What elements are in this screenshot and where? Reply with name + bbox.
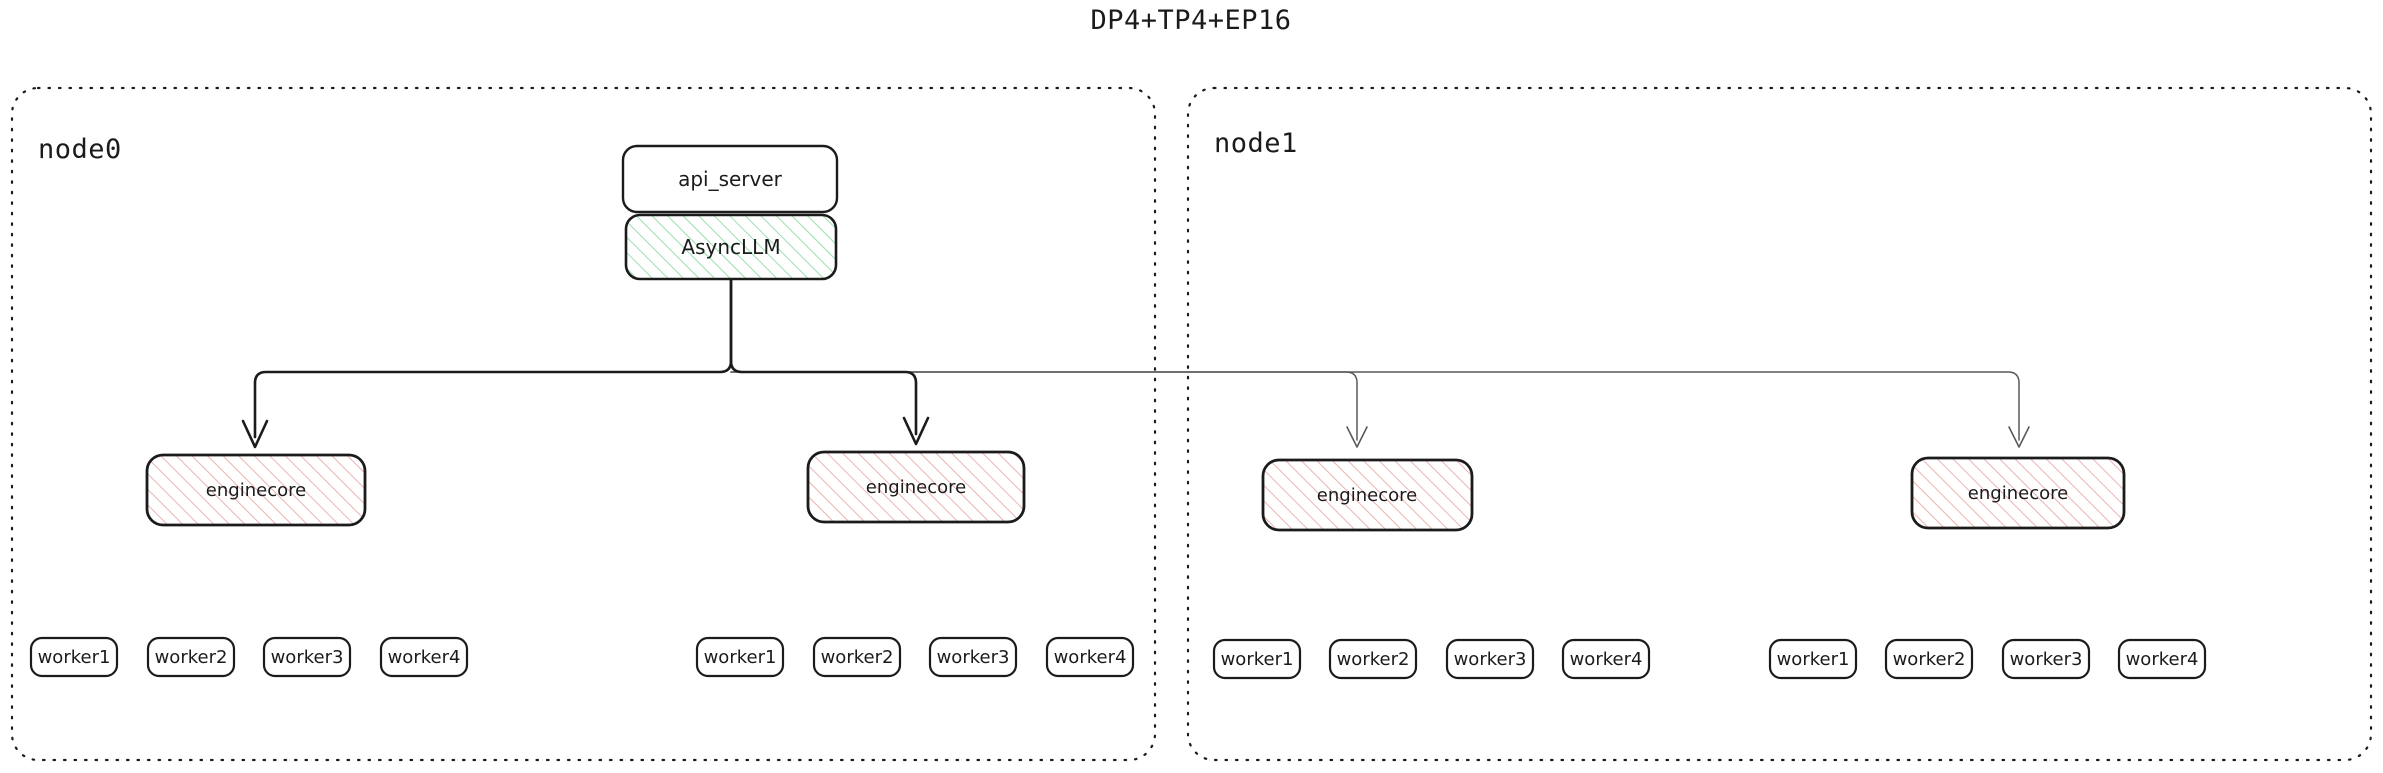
box-api-server-label: api_server	[678, 167, 783, 191]
worker-box-rect[interactable]	[1212, 638, 1302, 680]
worker-box-rect[interactable]	[262, 636, 352, 678]
box-enginecore-n0-1[interactable]: enginecore	[806, 450, 1026, 524]
box-api-server-rect[interactable]	[621, 144, 839, 214]
worker-label: worker4	[2126, 649, 2199, 670]
box-enginecore-n0-0-rect[interactable]	[145, 453, 367, 527]
worker-label: worker3	[2010, 649, 2083, 670]
worker-label: worker1	[1221, 649, 1294, 670]
diagram-title: DP4+TP4+EP16	[1090, 5, 1291, 36]
arrowhead-n0-0	[241, 419, 269, 449]
arrowhead-n1-1	[2008, 426, 2030, 448]
box-enginecore-n1-1[interactable]: enginecore	[1910, 456, 2126, 530]
container-node0-border	[10, 86, 1157, 762]
worker-box[interactable]: worker4	[1045, 636, 1135, 678]
box-enginecore-n0-0-label: enginecore	[206, 480, 306, 501]
worker-box[interactable]: worker3	[1445, 638, 1535, 680]
worker-box-rect[interactable]	[2117, 638, 2207, 680]
edge-group	[241, 277, 2030, 449]
worker-box-rect[interactable]	[1328, 638, 1418, 680]
worker-label: worker2	[1337, 649, 1410, 670]
box-enginecore-n1-0-label: enginecore	[1317, 485, 1417, 506]
worker-label: worker3	[1454, 649, 1527, 670]
box-enginecore-n0-1-label: enginecore	[866, 477, 966, 498]
worker-box-rect[interactable]	[379, 636, 469, 678]
worker-box-rect[interactable]	[29, 636, 119, 678]
worker-group-n1-1: worker1 worker2 worker3 worker4	[1768, 638, 2207, 680]
worker-box-rect[interactable]	[146, 636, 236, 678]
container-node1-label: node1	[1214, 128, 1298, 159]
worker-label: worker4	[1054, 647, 1127, 668]
box-enginecore-n1-0[interactable]: enginecore	[1261, 458, 1474, 532]
box-enginecore-n1-1-label: enginecore	[1968, 483, 2068, 504]
box-enginecore-n1-0-rect[interactable]	[1261, 458, 1474, 532]
worker-label: worker4	[388, 647, 461, 668]
box-enginecore-n0-0[interactable]: enginecore	[145, 453, 367, 527]
arrowhead-n0-1	[902, 416, 930, 446]
worker-label: worker3	[271, 647, 344, 668]
worker-box[interactable]: worker1	[1768, 638, 1858, 680]
worker-box[interactable]: worker2	[812, 636, 902, 678]
worker-box-rect[interactable]	[2001, 638, 2091, 680]
worker-box-rect[interactable]	[695, 636, 785, 678]
worker-label: worker1	[704, 647, 777, 668]
worker-label: worker1	[1777, 649, 1850, 670]
box-api-server[interactable]: api_server	[621, 144, 839, 214]
container-node1-border	[1186, 86, 2373, 762]
worker-box-rect[interactable]	[1884, 638, 1974, 680]
edge-asyncllm-to-enginecore-n0-1	[729, 277, 918, 436]
worker-box-rect[interactable]	[1045, 636, 1135, 678]
box-async-llm-rect[interactable]	[624, 213, 838, 281]
worker-label: worker1	[38, 647, 111, 668]
worker-box[interactable]: worker2	[146, 636, 236, 678]
box-async-llm-label: AsyncLLM	[681, 235, 780, 259]
worker-box-rect[interactable]	[1768, 638, 1858, 680]
container-node0: node0	[10, 86, 1157, 762]
box-async-llm[interactable]: AsyncLLM	[624, 213, 838, 281]
worker-label: worker2	[155, 647, 228, 668]
box-enginecore-n0-1-rect[interactable]	[806, 450, 1026, 524]
worker-group-n1-0: worker1 worker2 worker3 worker4	[1212, 638, 1651, 680]
worker-box-rect[interactable]	[812, 636, 902, 678]
worker-box-rect[interactable]	[1561, 638, 1651, 680]
worker-label: worker2	[821, 647, 894, 668]
worker-box-rect[interactable]	[928, 636, 1018, 678]
worker-box[interactable]: worker4	[1561, 638, 1651, 680]
container-node0-label: node0	[38, 134, 122, 165]
worker-box[interactable]: worker1	[29, 636, 119, 678]
worker-label: worker4	[1570, 649, 1643, 670]
box-enginecore-n1-1-rect[interactable]	[1910, 456, 2126, 530]
worker-box[interactable]: worker1	[695, 636, 785, 678]
worker-group-n0-1: worker1 worker2 worker3 worker4	[695, 636, 1135, 678]
worker-box[interactable]: worker3	[2001, 638, 2091, 680]
worker-box[interactable]: worker4	[2117, 638, 2207, 680]
worker-box[interactable]: worker3	[262, 636, 352, 678]
worker-box[interactable]: worker2	[1328, 638, 1418, 680]
edge-asyncllm-to-enginecore-n1-1	[730, 371, 2020, 441]
edge-asyncllm-to-enginecore-n0-0	[253, 277, 733, 439]
container-node1: node1	[1186, 86, 2373, 762]
worker-box[interactable]: worker2	[1884, 638, 1974, 680]
arrowhead-n1-0	[1346, 426, 1368, 448]
worker-label: worker3	[937, 647, 1010, 668]
worker-box[interactable]: worker3	[928, 636, 1018, 678]
worker-group-n0-0: worker1 worker2 worker3 worker4	[29, 636, 469, 678]
worker-box[interactable]: worker4	[379, 636, 469, 678]
worker-box-rect[interactable]	[1445, 638, 1535, 680]
edge-asyncllm-to-enginecore-n1-0	[730, 371, 1358, 441]
worker-box[interactable]: worker1	[1212, 638, 1302, 680]
worker-label: worker2	[1893, 649, 1966, 670]
